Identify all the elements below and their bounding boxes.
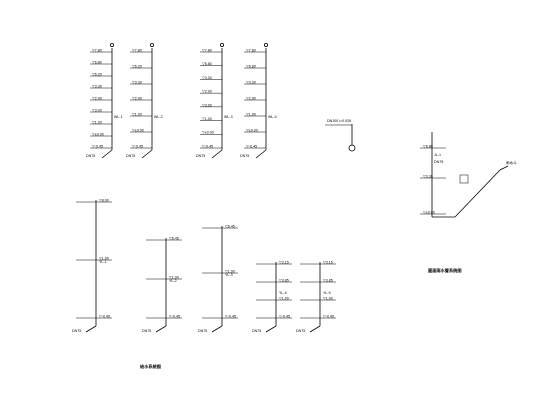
elevation-label: ▽-0.45 [279, 314, 290, 318]
riser-tag: YL-2 [169, 279, 177, 283]
elevation-label: ▽3.00 [202, 103, 212, 107]
elevation-label: ▽1.00 [279, 296, 289, 300]
elevation-label: ▽±0.00 [132, 128, 144, 132]
elevation-label: ▽6.20 [132, 64, 142, 68]
riser-tag: YL-5 [323, 291, 331, 295]
vent-cap-icon [219, 43, 224, 48]
top-riser-group: ▽7.80 ▽6.80 ▽6.20 ▽3.30 ▽2.90 ▽3.00 ▽1.00 ▽±0.0… [86, 43, 277, 159]
pipe-size: DN75 [240, 154, 249, 158]
elevation-label: ▽8.00 [99, 198, 109, 202]
elevation-label: ▽6.80 [246, 64, 256, 68]
elevation-label: ▽1.00 [99, 256, 109, 260]
elevation-label: ▽±0.00 [246, 128, 258, 132]
elevation-label: ▽1.00 [132, 112, 142, 116]
elevation-label: ▽-0.45 [99, 314, 110, 318]
elevation-label: ▽7.80 [246, 48, 256, 52]
riser-tag: WL-4 [268, 115, 277, 119]
elevation-label: ▽3.15 [323, 260, 333, 264]
riser-tag: WL-3 [224, 115, 233, 119]
elevation-label: ▽3.30 [246, 80, 256, 84]
riser-tag: WL-2 [154, 115, 163, 119]
riser-tag: YL-4 [279, 291, 287, 295]
top-riser: ▽7.80 ▽6.20 ▽3.30 ▽2.90 ▽1.00 ▽±0.00 ▽-0.45 WL-… [126, 43, 163, 159]
elevation-label: ▽3.15 [279, 260, 289, 264]
elevation-label: ▽6.45 [169, 236, 179, 240]
elevation-label: ▽1.00 [169, 275, 179, 279]
vent-cap-icon [110, 43, 115, 48]
elevation-label: ▽6.45 [225, 224, 235, 228]
elevation-label: ▽1.00 [246, 112, 256, 116]
elevation-label: ▽3.00 [92, 108, 102, 112]
riser-tag: YL-1 [99, 260, 107, 264]
elevation-label: ▽-0.45 [92, 144, 103, 148]
elevation-label: ▽3.30 [202, 76, 212, 80]
top-riser: ▽7.80 ▽6.80 ▽6.20 ▽3.30 ▽2.90 ▽3.00 ▽1.00 ▽±0.0… [86, 43, 123, 159]
elevation-label: ▽6.80 [202, 62, 212, 66]
elevation-label: ▽6.20 [92, 72, 102, 76]
elevation-label: ▽7.80 [92, 48, 102, 52]
pipe-size: DN75 [86, 154, 95, 158]
elevation-label: ▽3.85 [323, 278, 333, 282]
pipe-size: DN75 [142, 329, 151, 333]
vent-cap-icon [149, 43, 154, 48]
riser-tag: WL-1 [114, 115, 123, 119]
elevation-label: ▽3.30 [92, 84, 102, 88]
roof-diagram-title: 屋面雨水管系统图 [428, 267, 462, 274]
elevation-label: ▽±0.00 [202, 131, 214, 135]
elevation-label: ▽2.90 [246, 96, 256, 100]
pipe-size: DN75 [72, 329, 81, 333]
riser-tag: YL-3 [225, 273, 233, 277]
elevation-label: ▽3.30 [132, 80, 142, 84]
elevation-label: ▽-0.45 [246, 144, 257, 148]
elevation-label: ▽7.80 [202, 48, 212, 52]
pipe-size: DN75 [434, 160, 443, 164]
elevation-label: ▽±0.00 [423, 210, 435, 214]
riser-diagram-title: 给水系统图 [140, 363, 161, 370]
elevation-label: ▽1.00 [323, 296, 333, 300]
top-riser: ▽7.80 ▽6.80 ▽3.30 ▽2.90 ▽3.00 ▽1.00 ▽±0.00 ▽-0.… [196, 43, 233, 159]
elevation-label: ▽-0.45 [169, 314, 180, 318]
elevation-label: ▽-0.45 [225, 314, 236, 318]
elevation-label: ▽6.80 [423, 144, 433, 148]
pipe-label: DN100 i=0.026 [327, 119, 351, 123]
elevation-label: ▽1.00 [225, 269, 235, 273]
pipe-size: DN75 [296, 329, 305, 333]
elevation-label: ▽3.85 [279, 278, 289, 282]
pipe-size: DN75 [198, 329, 207, 333]
elevation-label: ▽-0.45 [132, 144, 143, 148]
top-riser: ▽7.80 ▽6.80 ▽3.30 ▽2.90 ▽1.00 ▽±0.00 ▽-0.45 WL-… [240, 43, 277, 159]
elevation-label: ▽1.00 [202, 117, 212, 121]
pipe-size: DN75 [126, 154, 135, 158]
elevation-label: ▽2.90 [202, 90, 212, 94]
elevation-label: ▽±0.00 [92, 132, 104, 136]
roof-drain-label: 雨水斗 [506, 160, 517, 165]
elevation-label: ▽-0.45 [323, 314, 334, 318]
vent-cap-icon [263, 43, 268, 48]
elevation-label: ▽7.80 [132, 48, 142, 52]
elevation-label: ▽-0.45 [202, 144, 213, 148]
pipe-size: DN75 [196, 154, 205, 158]
riser-tag: JL-1 [434, 153, 441, 157]
pipe-symbol: DN100 i=0.026 [325, 119, 356, 152]
elevation-label: ▽2.90 [92, 96, 102, 100]
elevation-label: ▽1.00 [92, 120, 102, 124]
elevation-label: ▽2.90 [132, 96, 142, 100]
pipe-size: DN75 [252, 329, 261, 333]
elevation-label: ▽3.30 [423, 174, 433, 178]
elevation-label: ▽6.80 [92, 60, 102, 64]
